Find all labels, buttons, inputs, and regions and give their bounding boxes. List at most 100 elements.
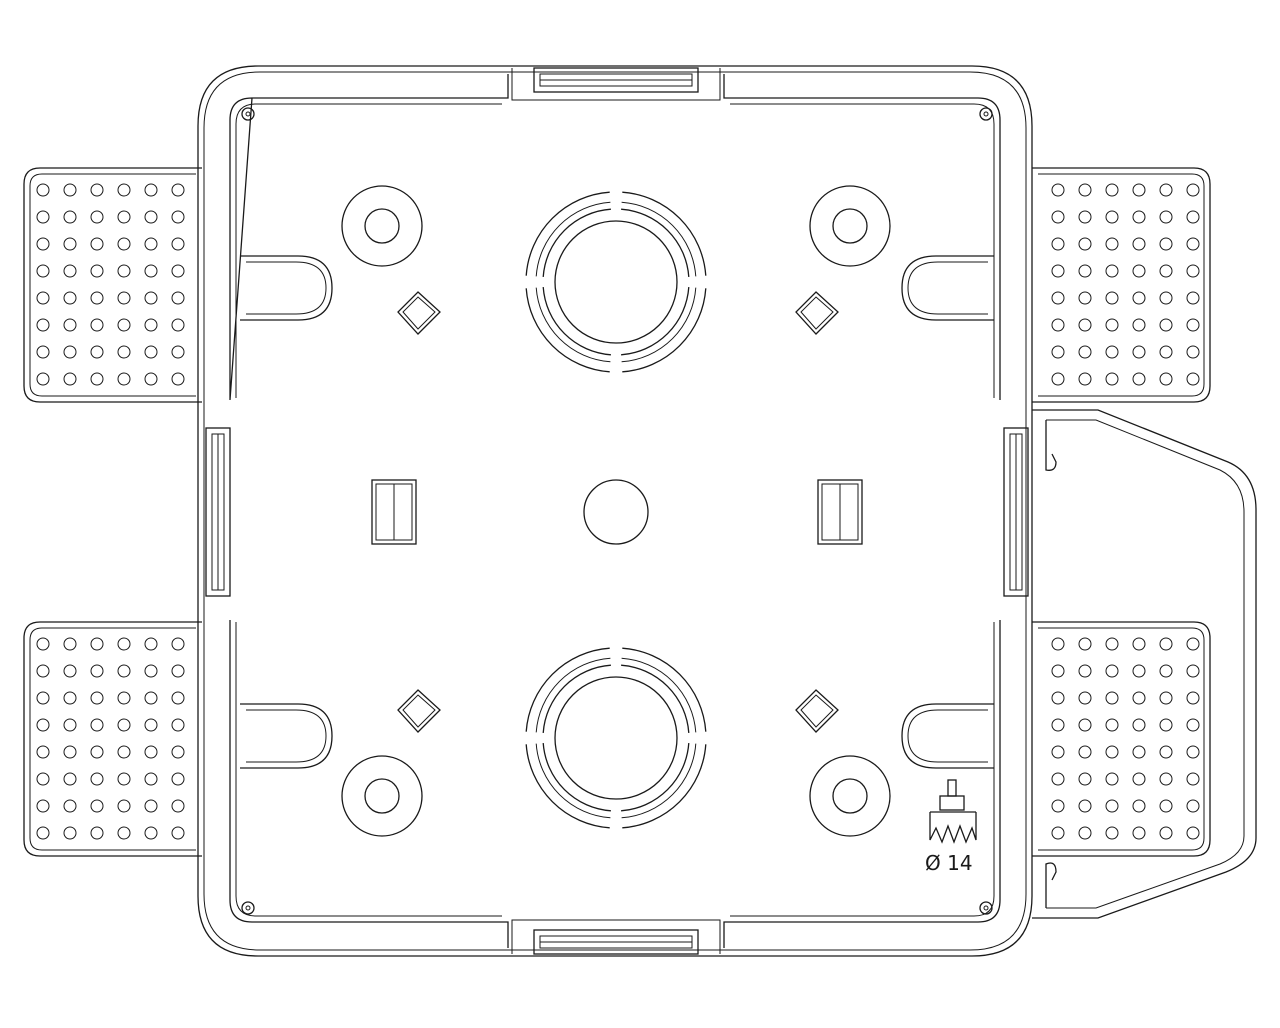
tab-dot bbox=[144, 745, 158, 759]
tab-dot bbox=[117, 664, 131, 678]
tab-dot bbox=[1078, 345, 1092, 359]
tab-dot bbox=[1051, 237, 1065, 251]
tab-dot bbox=[117, 264, 131, 278]
tab-dot bbox=[36, 637, 50, 651]
tab-dot bbox=[90, 691, 104, 705]
tab-dot bbox=[1159, 637, 1173, 651]
tab-dot bbox=[63, 210, 77, 224]
tab-dot bbox=[1051, 345, 1065, 359]
tab-dot bbox=[90, 291, 104, 305]
tab-dot bbox=[144, 237, 158, 251]
box-body bbox=[197, 65, 1033, 957]
knockout-top bbox=[525, 191, 707, 373]
tab-dot bbox=[36, 183, 50, 197]
tab-dot bbox=[1132, 264, 1146, 278]
tab-dot bbox=[1078, 691, 1092, 705]
tab-dot bbox=[1105, 345, 1119, 359]
tab-dot bbox=[63, 237, 77, 251]
tab-dot bbox=[90, 799, 104, 813]
tab-dot bbox=[1078, 664, 1092, 678]
tab-dot bbox=[1186, 772, 1200, 786]
tab-dot bbox=[1186, 718, 1200, 732]
tab-dot bbox=[1159, 745, 1173, 759]
drill-size-label: Ø 14 bbox=[925, 851, 973, 875]
diamond-locators bbox=[397, 291, 839, 733]
tab-dot bbox=[1105, 183, 1119, 197]
tab-dot bbox=[63, 264, 77, 278]
tab-dot bbox=[1186, 318, 1200, 332]
tab-dot bbox=[36, 664, 50, 678]
tab-dot bbox=[1132, 772, 1146, 786]
tab-dot bbox=[1078, 826, 1092, 840]
tab-dot bbox=[144, 318, 158, 332]
tab-dot bbox=[63, 772, 77, 786]
tab-dot bbox=[1186, 291, 1200, 305]
tab-dot bbox=[1078, 318, 1092, 332]
tab-dot bbox=[117, 637, 131, 651]
tab-dot bbox=[63, 745, 77, 759]
tab-dot bbox=[1051, 691, 1065, 705]
tab-dot bbox=[1132, 237, 1146, 251]
tab-dot bbox=[1132, 291, 1146, 305]
tab-dot bbox=[1051, 210, 1065, 224]
cable-hook bbox=[1032, 409, 1257, 919]
tab-dot bbox=[1105, 210, 1119, 224]
tab-dot bbox=[90, 183, 104, 197]
tab-dot bbox=[1105, 691, 1119, 705]
tab-dot bbox=[1051, 291, 1065, 305]
tab-bottom-right bbox=[1032, 621, 1211, 857]
hole-saw-icon bbox=[929, 779, 977, 844]
tab-dot bbox=[1051, 664, 1065, 678]
tab-dot bbox=[171, 372, 185, 386]
tab-dot bbox=[1105, 264, 1119, 278]
tab-dot bbox=[1078, 291, 1092, 305]
tab-dot bbox=[1078, 772, 1092, 786]
tab-dot bbox=[36, 718, 50, 732]
tab-dot bbox=[144, 799, 158, 813]
tab-dot bbox=[1078, 210, 1092, 224]
knockout-bottom bbox=[525, 647, 707, 829]
tab-dot bbox=[1105, 718, 1119, 732]
tab-dot bbox=[36, 772, 50, 786]
tab-dot bbox=[1105, 237, 1119, 251]
tab-dot bbox=[1186, 237, 1200, 251]
tab-dot bbox=[1132, 210, 1146, 224]
center-hole bbox=[583, 479, 649, 545]
tab-dot bbox=[1186, 637, 1200, 651]
tab-dot bbox=[63, 664, 77, 678]
tab-dot bbox=[36, 237, 50, 251]
tab-dot bbox=[36, 826, 50, 840]
tab-dot bbox=[1159, 718, 1173, 732]
tab-dot bbox=[144, 718, 158, 732]
tab-dot bbox=[171, 691, 185, 705]
tab-dot bbox=[1105, 372, 1119, 386]
tab-dot bbox=[1078, 799, 1092, 813]
tab-dot bbox=[117, 745, 131, 759]
tab-dot bbox=[90, 372, 104, 386]
tab-dot bbox=[171, 772, 185, 786]
tab-dot bbox=[36, 291, 50, 305]
tab-dot bbox=[117, 183, 131, 197]
tab-dot bbox=[90, 772, 104, 786]
tab-dot bbox=[1159, 345, 1173, 359]
tab-dot bbox=[1132, 664, 1146, 678]
tab-dot bbox=[1051, 826, 1065, 840]
tab-dot bbox=[1078, 372, 1092, 386]
right-side-clip bbox=[1003, 427, 1029, 597]
tab-dot bbox=[144, 664, 158, 678]
tab-dot bbox=[90, 210, 104, 224]
tab-dot bbox=[63, 826, 77, 840]
tab-dot bbox=[1078, 637, 1092, 651]
tab-dot bbox=[1078, 264, 1092, 278]
tab-dot bbox=[1159, 210, 1173, 224]
tab-dot bbox=[1132, 183, 1146, 197]
tab-dot bbox=[1132, 372, 1146, 386]
tab-dot bbox=[171, 345, 185, 359]
tab-dot bbox=[36, 345, 50, 359]
tab-dot bbox=[63, 318, 77, 332]
tab-dot bbox=[1159, 826, 1173, 840]
tab-dot bbox=[117, 826, 131, 840]
tab-dot bbox=[90, 237, 104, 251]
tab-dot bbox=[1186, 799, 1200, 813]
